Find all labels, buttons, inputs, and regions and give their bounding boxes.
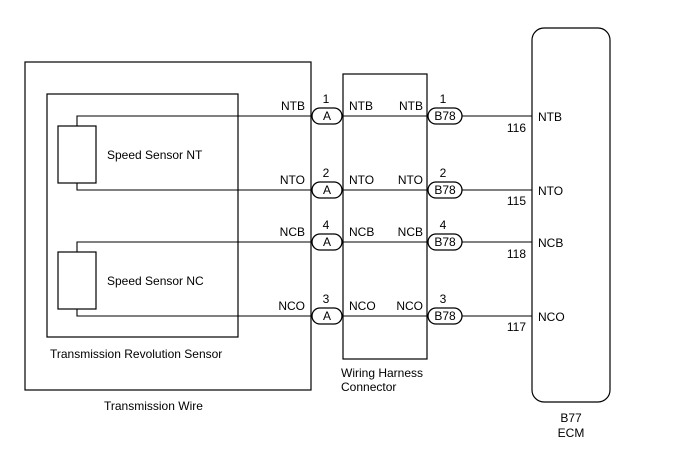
ecm-box: [531, 27, 611, 403]
connector-b78-body: [427, 107, 463, 125]
connector-a-body: [311, 233, 343, 251]
harness-right-signal-label: NTO: [398, 173, 423, 187]
connector-b78-body: [427, 181, 463, 199]
ecm-pin-number: 116: [507, 121, 526, 135]
harness-right-signal-label: NCO: [396, 299, 423, 313]
connector-a-label: A: [323, 309, 331, 323]
connector-b78-label: B78: [434, 109, 456, 123]
harness-right-signal-label: NCB: [398, 225, 423, 239]
connector-a-body: [311, 107, 343, 125]
sensor-side-signal-label: NTO: [280, 173, 305, 187]
connector-b78-label: B78: [434, 183, 456, 197]
connector-a-pin: 4: [323, 218, 330, 232]
ecm-signal-label: NTB: [538, 110, 562, 124]
speed-sensor-nt-element: [57, 125, 97, 184]
sensor-nt-lead-bottom: [76, 183, 318, 191]
speed-sensor-nc-element: [57, 251, 97, 310]
connector-a-body: [311, 181, 343, 199]
connector-a-label: A: [323, 183, 331, 197]
sensor-side-signal-label: NCO: [278, 299, 305, 313]
harness-left-signal-label: NCB: [349, 225, 374, 239]
harness-label-line1: Wiring Harness: [341, 366, 423, 380]
harness-left-signal-label: NCO: [349, 299, 376, 313]
connector-b78-pin: 3: [440, 292, 447, 306]
speed-sensor-nc-label: Speed Sensor NC: [107, 274, 204, 288]
connector-b78-pin: 1: [440, 92, 447, 106]
harness-label-line2: Connector: [341, 380, 396, 394]
connector-b78-label: B78: [434, 309, 456, 323]
connector-a-body: [311, 307, 343, 325]
harness-right-signal-label: NTB: [399, 99, 423, 113]
ecm-pin-number: 118: [507, 247, 526, 261]
ecm-label-line2: ECM: [558, 426, 585, 440]
connector-a-label: A: [323, 235, 331, 249]
connector-b78-pin: 2: [440, 166, 447, 180]
connector-b78-body: [427, 307, 463, 325]
connector-b78-body: [427, 233, 463, 251]
revolution-sensor-label: Transmission Revolution Sensor: [50, 347, 222, 361]
ecm-pin-number: 117: [507, 320, 526, 334]
transmission-wire-label: Transmission Wire: [104, 399, 203, 413]
sensor-side-signal-label: NCB: [280, 225, 305, 239]
connector-b78-pin: 4: [440, 218, 447, 232]
wiring-harness-connector-box: [342, 73, 428, 360]
connector-a-pin: 3: [323, 292, 330, 306]
ecm-pin-number: 115: [507, 194, 526, 208]
ecm-signal-label: NCB: [538, 236, 563, 250]
sensor-side-signal-label: NTB: [281, 99, 305, 113]
ecm-signal-label: NTO: [538, 184, 563, 198]
sensor-nc-lead-bottom: [76, 309, 318, 317]
revolution-sensor-box: [46, 93, 239, 338]
ecm-label-line1: B77: [560, 411, 582, 425]
connector-a-label: A: [323, 109, 331, 123]
harness-left-signal-label: NTB: [349, 99, 373, 113]
transmission-wire-box: [24, 61, 312, 391]
ecm-signal-label: NCO: [538, 310, 565, 324]
harness-left-signal-label: NTO: [349, 173, 374, 187]
connector-b78-label: B78: [434, 235, 456, 249]
sensor-nc-lead-top: [76, 241, 318, 252]
sensor-nt-lead-top: [76, 115, 318, 126]
connector-a-pin: 1: [323, 92, 330, 106]
speed-sensor-nt-label: Speed Sensor NT: [107, 148, 203, 162]
connector-a-pin: 2: [323, 166, 330, 180]
